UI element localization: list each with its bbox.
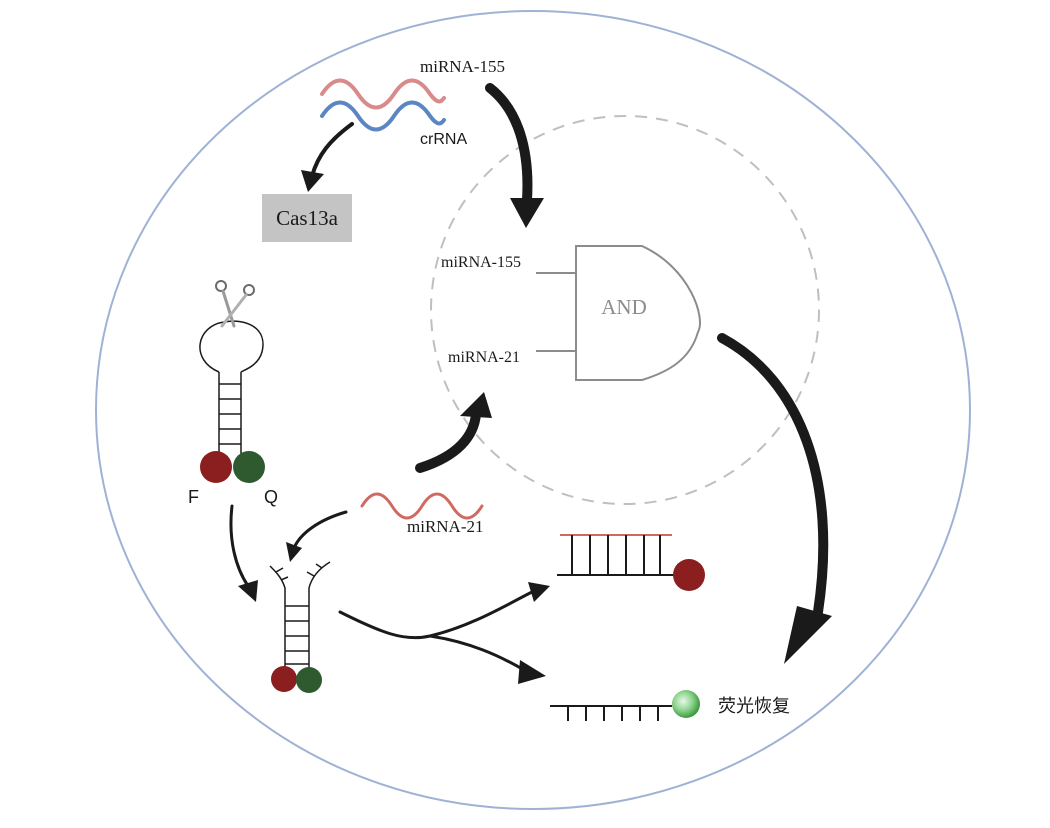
arrow-to-gate-21: [415, 392, 492, 473]
arrow-to-cas13a: [301, 122, 354, 192]
arrow-hairpin-to-opened: [229, 504, 258, 602]
mirna155-label: miRNA-155: [420, 57, 505, 76]
fluorophore-label: F: [188, 487, 199, 507]
mirna21-label: miRNA-21: [407, 517, 484, 536]
mirna21-strand: [360, 492, 484, 520]
product-duplex: [557, 534, 705, 591]
gate-label: AND: [601, 295, 647, 319]
mirna155-strand: [320, 78, 446, 110]
quencher-label: Q: [264, 487, 278, 507]
arrow-to-gate-155: [485, 83, 544, 228]
crrna-label: crRNA: [420, 131, 467, 148]
cas13a-label: Cas13a: [276, 206, 339, 230]
gate-input-label-21: miRNA-21: [448, 349, 520, 366]
fluorophore-dot: [200, 451, 232, 483]
logic-region: [430, 115, 820, 505]
fluorescence-recovery-label: 荧光恢复: [718, 696, 790, 716]
scissors-icon: [215, 280, 255, 328]
arrow-branch-down: [428, 634, 546, 684]
recovered-fluorophore-dot: [672, 690, 700, 718]
recovered-strand: [550, 690, 700, 721]
mirna155-crrna-duplex: [320, 78, 446, 132]
cell-membrane: [95, 10, 971, 810]
arrow-gate-to-output: [717, 333, 832, 664]
arrow-branch-up: [338, 582, 550, 640]
product-fluorophore-dot: [673, 559, 705, 591]
opened-quencher-dot: [296, 667, 322, 693]
arrow-mirna21-to-opened: [286, 510, 348, 562]
and-gate: AND: [536, 245, 701, 381]
crrna-strand: [320, 100, 446, 132]
cas13a-box: Cas13a: [262, 194, 352, 242]
quencher-dot: [233, 451, 265, 483]
hairpin-probe: [199, 320, 265, 483]
opened-fluorophore-dot: [271, 666, 297, 692]
opened-probe: [269, 561, 331, 693]
gate-input-label-155: miRNA-155: [441, 254, 521, 271]
